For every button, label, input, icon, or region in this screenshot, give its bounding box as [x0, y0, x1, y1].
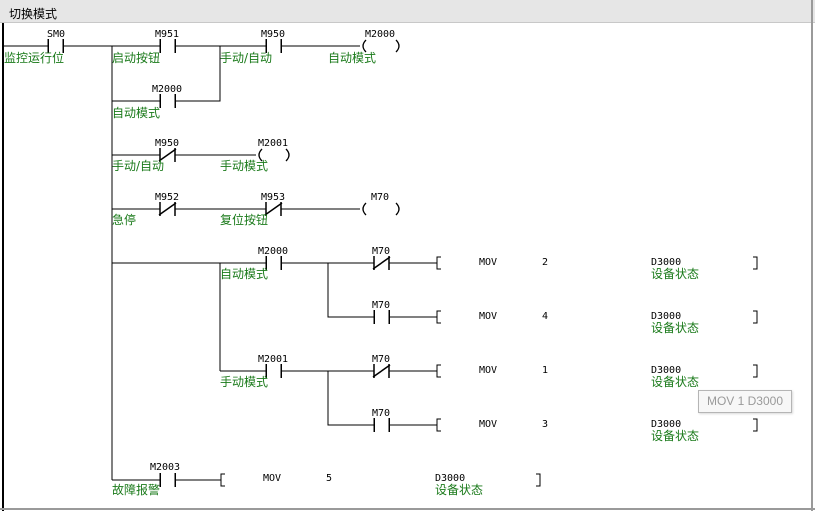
instr-2-src: 4	[542, 311, 549, 322]
contact-sm0[interactable]	[47, 39, 64, 53]
device-coil-m2000: M2000	[364, 29, 396, 40]
comment-coil-m2001: 手动模式	[220, 159, 269, 173]
contact-m70-no-2[interactable]	[373, 418, 390, 432]
comment-m951: 启动按钮	[112, 51, 161, 65]
device-sm0: SM0	[46, 29, 66, 40]
contact-m2000-seal[interactable]	[159, 94, 176, 108]
instr-5-dst-comment: 设备状态	[435, 483, 484, 497]
comment-coil-m2000: 自动模式	[328, 51, 377, 65]
device-m2003: M2003	[149, 462, 181, 473]
device-m2001: M2001	[257, 354, 289, 365]
instr-3-dst: D3000	[651, 365, 682, 376]
contact-m2003[interactable]	[159, 473, 176, 487]
contact-m951[interactable]	[159, 39, 176, 53]
contact-m70-nc-1[interactable]	[372, 256, 391, 270]
instr-5-dst: D3000	[435, 473, 466, 484]
left-power-rail	[2, 23, 4, 511]
device-m70-nc-2: M70	[371, 354, 391, 365]
device-m70-nc-1: M70	[371, 246, 391, 257]
instr-2-dst: D3000	[651, 311, 682, 322]
instr-2-dst-comment: 设备状态	[651, 321, 700, 335]
device-coil-m70: M70	[370, 192, 390, 203]
function-box-5-brackets[interactable]	[220, 473, 541, 487]
contact-m953-nc[interactable]	[264, 202, 283, 216]
coil-m70[interactable]	[362, 202, 400, 216]
contact-m950[interactable]	[265, 39, 282, 53]
comment-m953: 复位按钮	[220, 213, 269, 227]
function-box-2-brackets[interactable]	[436, 310, 758, 324]
contact-m70-no-1[interactable]	[373, 310, 390, 324]
device-m2000: M2000	[257, 246, 289, 257]
contact-m2001[interactable]	[265, 364, 282, 378]
comment-m2003: 故障报警	[112, 483, 161, 497]
device-m70-no-2: M70	[371, 408, 391, 419]
device-m952: M952	[154, 192, 180, 203]
instr-5-op: MOV	[263, 473, 282, 484]
device-m70-no-1: M70	[371, 300, 391, 311]
instr-4-dst: D3000	[651, 419, 682, 430]
bottom-border	[0, 508, 815, 510]
right-border	[811, 0, 813, 511]
contact-m952-nc[interactable]	[158, 202, 177, 216]
contact-m950-nc[interactable]	[158, 148, 177, 162]
coil-m2000[interactable]	[362, 39, 400, 53]
instr-1-dst-comment: 设备状态	[651, 267, 700, 281]
instr-1-src: 2	[542, 257, 549, 268]
program-block-title: 切换模式	[9, 7, 58, 21]
comment-m2000-seal: 自动模式	[112, 106, 161, 120]
comment-m950-nc: 手动/自动	[112, 159, 165, 173]
instr-5-src: 5	[326, 473, 333, 484]
instr-1-dst: D3000	[651, 257, 682, 268]
device-coil-m2001: M2001	[257, 138, 289, 149]
hover-tooltip: MOV 1 D3000	[698, 390, 792, 413]
comment-m2000: 自动模式	[220, 267, 269, 281]
instr-3-src: 1	[542, 365, 549, 376]
function-box-1-brackets[interactable]	[436, 256, 758, 270]
comment-m2001: 手动模式	[220, 375, 269, 389]
device-m950-nc: M950	[154, 138, 180, 149]
contact-m2000[interactable]	[265, 256, 282, 270]
instr-3-op: MOV	[479, 365, 498, 376]
function-box-4-brackets[interactable]	[436, 418, 758, 432]
contact-m70-nc-2[interactable]	[372, 364, 391, 378]
comment-m950: 手动/自动	[220, 51, 273, 65]
instr-4-src: 3	[542, 419, 549, 430]
device-m951: M951	[154, 29, 180, 40]
device-m2000-seal: M2000	[151, 84, 183, 95]
device-m950: M950	[260, 29, 286, 40]
device-m953: M953	[260, 192, 286, 203]
instr-2-op: MOV	[479, 311, 498, 322]
function-box-3-brackets[interactable]	[436, 364, 758, 378]
coil-m2001[interactable]	[258, 148, 290, 162]
instr-4-op: MOV	[479, 419, 498, 430]
instr-1-op: MOV	[479, 257, 498, 268]
instr-4-dst-comment: 设备状态	[651, 429, 700, 443]
comment-m952: 急停	[112, 213, 137, 227]
program-block-title-bar: 切换模式	[0, 0, 815, 23]
comment-sm0: 监控运行位	[4, 51, 65, 65]
instr-3-dst-comment: 设备状态	[651, 375, 700, 389]
